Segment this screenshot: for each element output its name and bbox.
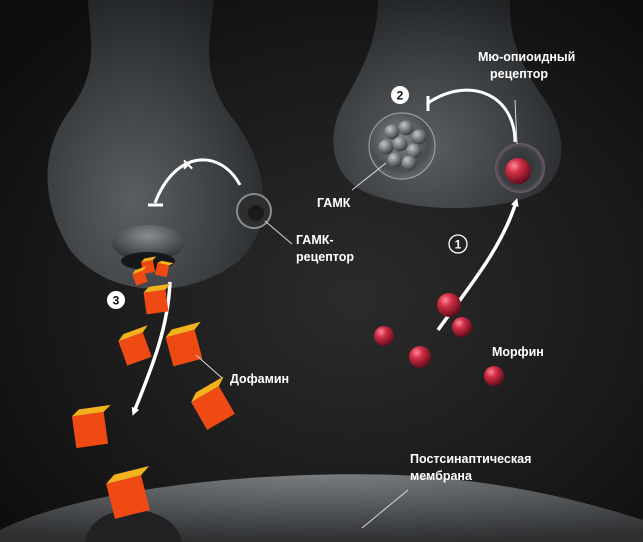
step-marker-2: 2 <box>391 86 409 104</box>
mu-opioid-receptor <box>495 143 545 193</box>
svg-text:2: 2 <box>397 89 404 103</box>
gaba-receptor-leader <box>264 220 293 245</box>
morphine-label: Морфин <box>492 345 544 359</box>
dopamine-leader <box>195 354 223 379</box>
mu-receptor-leader <box>514 99 518 145</box>
svg-text:3: 3 <box>113 294 120 308</box>
step-marker-3: 3 <box>107 291 125 309</box>
dopamine-release-arrow <box>131 281 172 416</box>
membrane-leader <box>361 489 409 529</box>
blocked-inhibition-arrow <box>153 158 242 204</box>
gaba-receptor <box>236 193 272 229</box>
gaba-vesicle <box>368 112 436 180</box>
svg-text:1: 1 <box>455 238 462 252</box>
membrane-receptor-pocket <box>85 509 182 542</box>
mu-receptor-label-line2: рецептор <box>490 67 548 81</box>
membrane-label-line1: Постсинаптическая <box>410 452 531 466</box>
inhibition-arrow-right <box>427 88 517 143</box>
mu-receptor-label-line1: Мю-опиоидный <box>478 50 575 64</box>
dopamine-molecules <box>71 256 235 519</box>
gaba-receptor-label-line1: ГАМК- <box>296 233 334 247</box>
gaba-receptor-label-line2: рецептор <box>296 250 354 264</box>
blocked-x-mark: ✕ <box>182 157 195 174</box>
dopamine-label: Дофамин <box>230 372 289 386</box>
step-marker-1: 1 <box>448 234 468 254</box>
morphine-molecules <box>374 293 504 386</box>
membrane-label-line2: мембрана <box>410 469 473 483</box>
gaba-leader <box>351 162 387 191</box>
left-neuron-terminal <box>47 0 264 289</box>
gaba-label: ГАМК <box>317 196 351 210</box>
